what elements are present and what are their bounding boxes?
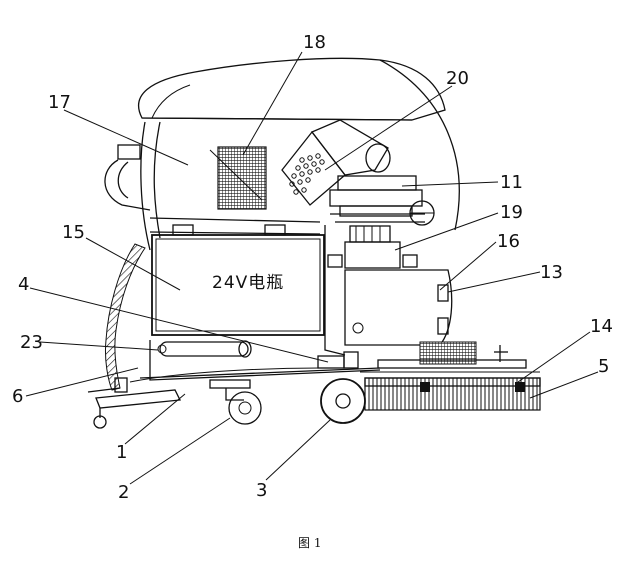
pipe [157,340,252,358]
top-cover [137,57,460,231]
label-2: 2 [118,482,129,503]
battery: 24V电瓶 [151,224,325,336]
label-20: 20 [446,68,469,89]
battery-label: 24V电瓶 [212,273,284,293]
valve [317,351,359,369]
figure-caption: 图 1 [298,536,321,550]
label-13: 13 [540,262,563,283]
labels: 17 18 20 11 19 16 13 15 4 23 6 1 2 3 14 … [12,32,613,503]
hose-handle [104,144,151,391]
label-5: 5 [598,356,609,377]
label-6: 6 [12,386,23,407]
label-3: 3 [256,480,267,501]
filter-grid [209,146,267,210]
label-4: 4 [18,274,29,295]
label-11: 11 [500,172,523,193]
nozzle-holes [289,153,325,195]
leader-lines [25,51,599,485]
label-14: 14 [590,316,613,337]
drive-wheel [320,378,366,424]
label-19: 19 [500,202,523,223]
label-17: 17 [48,92,71,113]
label-16: 16 [497,231,520,252]
main-body [140,117,425,251]
label-15: 15 [62,222,85,243]
label-23: 23 [20,332,43,353]
chassis [129,340,381,383]
brush-housing [324,225,453,356]
motor-assembly [281,119,435,269]
squeegee [87,377,182,429]
label-18: 18 [303,32,326,53]
label-1: 1 [116,442,127,463]
brush-disc [360,341,541,411]
caster-wheel [209,379,262,425]
